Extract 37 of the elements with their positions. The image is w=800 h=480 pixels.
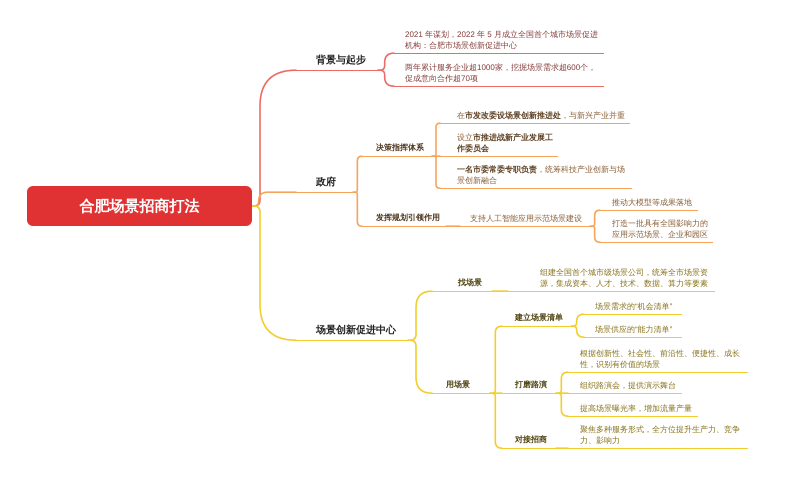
subtopic: 决策指挥体系 [362, 142, 432, 157]
branch-line [570, 325, 585, 338]
detail-topic: 设立市推进战新产业发展工作委员会 [440, 132, 558, 156]
branch-line [555, 447, 569, 449]
branch-line [445, 225, 461, 227]
main-topic: 政府 [296, 176, 353, 193]
detail-topic: 场景供应的“能力清单” [584, 324, 682, 338]
detail-topic: 组建全国首个城市级场景公司，统筹全市场景资源，集成资本、人才、技术、数据、算力等要素 [508, 267, 715, 292]
detail-topic: 组织路演会，提供演示舞台 [568, 380, 682, 394]
subtopic: 找场景 [432, 277, 492, 292]
subtopic: 建立场景清单 [502, 312, 571, 327]
detail-topic: 两年累计服务企业超1000家，挖掘场景需求超600个，促成意向合作超70项 [394, 62, 604, 86]
main-topic: 场景创新促进中心 [296, 324, 408, 341]
detail-topic: 根据创新性、社会性、前沿性、便捷性、成长性，识别有价值的场景 [568, 348, 748, 372]
branch-line [589, 225, 601, 243]
central-topic: 合肥场景招商打法 [27, 186, 252, 226]
subtopic: 用场景 [432, 379, 490, 394]
subtopic: 对接招商 [502, 434, 556, 449]
detail-topic: 聚焦多种服务形式，全方位提升生产力、竞争力、影响力 [568, 424, 748, 448]
detail-topic: 一名市委常委专职负责，统筹科技产业创新与场景创新融合 [440, 164, 632, 188]
detail-topic: 在市发改委设场景创新推进处，与新兴产业并重 [440, 110, 630, 124]
main-topic: 背景与起步 [296, 54, 378, 71]
branch-line [555, 392, 569, 417]
branch-line [377, 69, 395, 87]
detail-topic: 提高场景曝光率，增加流量产量 [568, 403, 698, 416]
branch-line [491, 290, 509, 292]
detail-topic: 支持人工智能应用示范场景建设 [460, 213, 590, 226]
detail-topic: 推动大模型等成果落地 [600, 197, 698, 210]
branch-line [431, 155, 441, 189]
branch-line [251, 205, 297, 341]
subtopic: 发挥规划引领作用 [362, 212, 446, 227]
branch-line [407, 339, 433, 394]
detail-topic: 2021 年谋划，2022 年 5 月成立全国首个城市场景促进机构：合肥市场景创新促进中心 [394, 29, 604, 54]
subtopic: 打磨路演 [502, 379, 556, 394]
detail-topic: 打造一批具有全国影响力的应用示范场景、企业和园区 [600, 218, 713, 242]
branch-line [352, 191, 363, 227]
detail-topic: 场景需求的“机会清单” [584, 301, 682, 314]
